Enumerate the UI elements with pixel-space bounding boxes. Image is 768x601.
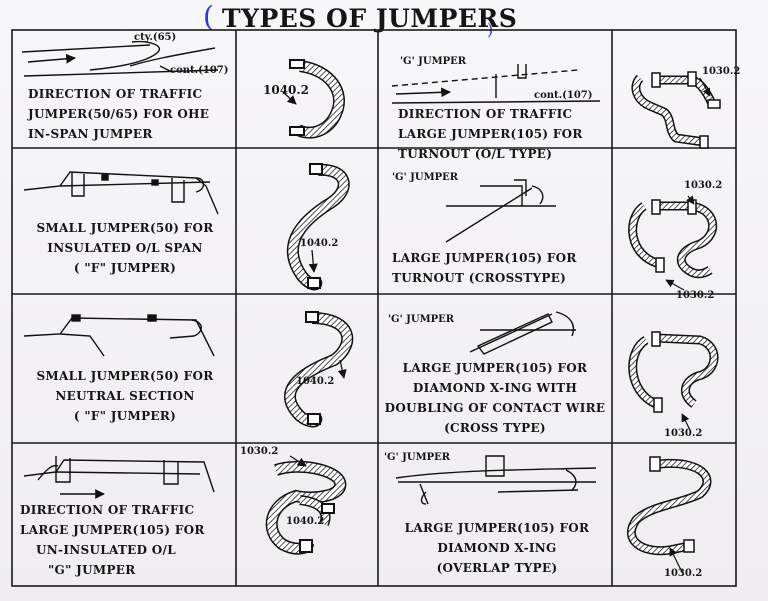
r1c1-cont-label: cont.(107)	[170, 65, 229, 76]
r3c3-line1: LARGE JUMPER(105) FOR	[402, 361, 588, 375]
r4c1-line1: DIRECTION OF TRAFFIC	[20, 503, 195, 517]
r2c1-line3: ( "F" JUMPER)	[73, 261, 177, 275]
r1c3-cont-label: cont.(107)	[534, 90, 593, 101]
r4c2-part-number-top: 1030.2	[240, 446, 279, 457]
r3c4-jumper-drawing	[628, 331, 719, 431]
r3c1-line3: ( "F" JUMPER)	[73, 409, 177, 423]
r4c3-caption: LARGE JUMPER(105) FOR DIAMOND X-ING (OVE…	[384, 518, 610, 578]
r4c4-part-number: 1030.2	[664, 568, 703, 579]
r4c1-line4: "G" JUMPER	[48, 563, 136, 577]
r1c1-diagram	[21, 40, 219, 77]
r1c3-diagram	[391, 64, 601, 104]
r2c4-part-number-top: 1030.2	[684, 180, 723, 191]
r4c4-jumper-drawing	[626, 456, 712, 573]
r1c3-line3: TURNOUT (O/L TYPE)	[398, 147, 553, 161]
r1c3-line1: DIRECTION OF TRAFFIC	[398, 107, 573, 121]
r2c4-jumper-drawing	[628, 195, 718, 291]
r1c3-caption: DIRECTION OF TRAFFIC LARGE JUMPER(105) F…	[398, 104, 583, 164]
r4c3-g-jumper-label: 'G' JUMPER	[384, 452, 451, 463]
r2c2-jumper-drawing	[286, 163, 350, 291]
r3c3-line4: (CROSS TYPE)	[444, 421, 546, 435]
r2c3-line2: TURNOUT (CROSSTYPE)	[392, 271, 567, 285]
r2c4-part-number-bottom: 1030.2	[676, 290, 715, 301]
r3c3-line3: DOUBLING OF CONTACT WIRE	[384, 401, 606, 415]
r2c1-line2: INSULATED O/L SPAN	[47, 241, 203, 255]
r2c3-line1: LARGE JUMPER(105) FOR	[392, 251, 577, 265]
r2c3-diagram	[445, 179, 556, 243]
r2c3-caption: LARGE JUMPER(105) FOR TURNOUT (CROSSTYPE…	[392, 248, 577, 288]
r1c1-line1: DIRECTION OF TRAFFIC	[28, 87, 203, 101]
r3c2-jumper-drawing	[284, 311, 354, 428]
r3c1-line1: SMALL JUMPER(50) FOR	[36, 369, 214, 383]
r1c1-line3: IN-SPAN JUMPER	[28, 127, 153, 141]
r2c1-diagram	[23, 171, 219, 215]
r1c2-part-number: 1040.2	[263, 83, 309, 97]
r4c3-line1: LARGE JUMPER(105) FOR	[404, 521, 590, 535]
r2c2-part-number: 1040.2	[300, 238, 339, 249]
page-title: TYPES OF JUMPERS	[222, 4, 518, 33]
r4c2-jumper-drawing	[265, 455, 347, 555]
r3c3-g-jumper-label: 'G' JUMPER	[388, 314, 455, 325]
r3c1-line2: NEUTRAL SECTION	[55, 389, 195, 403]
r1c3-line2: LARGE JUMPER(105) FOR	[398, 127, 583, 141]
r4c1-line3: UN-INSULATED O/L	[36, 543, 176, 557]
r3c1-caption: SMALL JUMPER(50) FOR NEUTRAL SECTION ( "…	[20, 366, 230, 426]
r4c3-line3: (OVERLAP TYPE)	[436, 561, 558, 575]
r1c1-cty-label: cty.(65)	[134, 32, 177, 43]
r3c2-part-number: 1040.2	[296, 376, 335, 387]
title-open-bracket: (	[203, 0, 214, 33]
r2c1-line1: SMALL JUMPER(50) FOR	[36, 221, 214, 235]
r1c4-jumper-drawing	[631, 71, 721, 149]
r3c1-diagram	[23, 314, 215, 357]
r1c3-g-jumper-label: 'G' JUMPER	[400, 56, 467, 67]
r1c1-line2: JUMPER(50/65) FOR OHE	[28, 107, 210, 121]
r2c3-g-jumper-label: 'G' JUMPER	[392, 172, 459, 183]
r4c1-caption: DIRECTION OF TRAFFIC LARGE JUMPER(105) F…	[20, 500, 205, 580]
r4c3-line2: DIAMOND X-ING	[437, 541, 557, 555]
r3c3-caption: LARGE JUMPER(105) FOR DIAMOND X-ING WITH…	[382, 358, 608, 438]
r4c1-line2: LARGE JUMPER(105) FOR	[20, 523, 205, 537]
r3c3-diagram	[469, 311, 576, 355]
r3c4-part-number: 1030.2	[664, 428, 703, 439]
r1c4-part-number: 1030.2	[702, 66, 741, 77]
r4c2-part-number-mid: 1040.2	[286, 516, 325, 527]
r2c1-caption: SMALL JUMPER(50) FOR INSULATED O/L SPAN …	[20, 218, 230, 278]
r4c3-diagram	[395, 455, 597, 505]
r4c1-diagram	[23, 456, 215, 499]
r1c2-jumper-drawing	[282, 59, 345, 139]
r3c3-line2: DIAMOND X-ING WITH	[412, 381, 578, 395]
r1c1-caption: DIRECTION OF TRAFFIC JUMPER(50/65) FOR O…	[28, 84, 209, 144]
table-grid	[11, 29, 737, 587]
